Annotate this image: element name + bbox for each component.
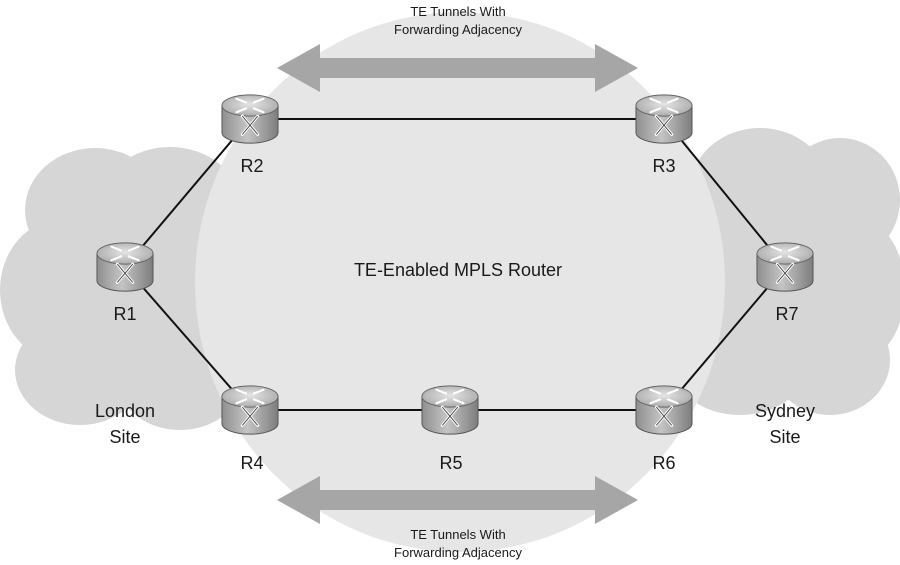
router-label-r3: R3	[652, 156, 675, 176]
router-label-r2: R2	[240, 156, 263, 176]
london-cloud	[0, 147, 280, 430]
mpls-core-region	[195, 12, 725, 552]
router-icon-r7[interactable]	[755, 241, 815, 293]
link-r1-r4	[124, 266, 251, 411]
bottom-arrow-caption-line2: Forwarding Adjacency	[394, 545, 522, 560]
bottom-arrow-caption-line1: TE Tunnels With	[410, 527, 505, 542]
link-r6-r7	[663, 266, 786, 411]
bottom-tunnel-arrow	[277, 476, 638, 524]
router-label-r5: R5	[439, 453, 462, 473]
links	[124, 118, 786, 411]
router-icon-r1[interactable]	[95, 241, 155, 293]
router-icon-r2[interactable]	[220, 93, 280, 145]
router-icon-r6[interactable]	[634, 384, 694, 436]
router-label-r7: R7	[775, 304, 798, 324]
link-r1-r2	[124, 118, 251, 268]
top-arrow-caption-line1: TE Tunnels With	[410, 4, 505, 19]
center-label: TE-Enabled MPLS Router	[354, 260, 562, 280]
router-label-r1: R1	[113, 304, 136, 324]
london-site-label-line1: London	[95, 401, 155, 421]
sydney-site-label-line2: Site	[769, 427, 800, 447]
router-icon-r3[interactable]	[634, 93, 694, 145]
london-site-label-line2: Site	[109, 427, 140, 447]
router-icon-r5[interactable]	[420, 384, 480, 436]
router-label-r4: R4	[240, 453, 263, 473]
sydney-site-label-line1: Sydney	[755, 401, 815, 421]
top-arrow-caption-line2: Forwarding Adjacency	[394, 22, 522, 37]
link-r3-r7	[663, 118, 786, 268]
router-icon-r4[interactable]	[220, 384, 280, 436]
sydney-cloud	[645, 128, 900, 415]
router-label-r6: R6	[652, 453, 675, 473]
top-tunnel-arrow	[277, 44, 638, 92]
